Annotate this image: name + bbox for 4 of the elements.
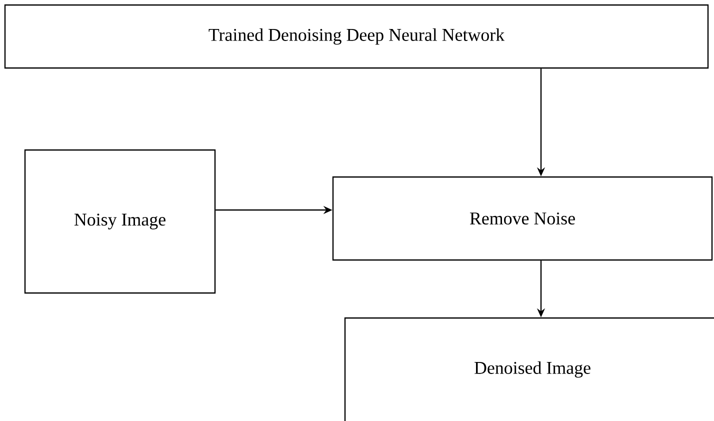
network-box: Trained Denoising Deep Neural Network xyxy=(4,4,709,69)
input-box: Noisy Image xyxy=(24,149,216,294)
output-box: Denoised Image xyxy=(344,317,714,421)
process-box: Remove Noise xyxy=(332,176,713,261)
